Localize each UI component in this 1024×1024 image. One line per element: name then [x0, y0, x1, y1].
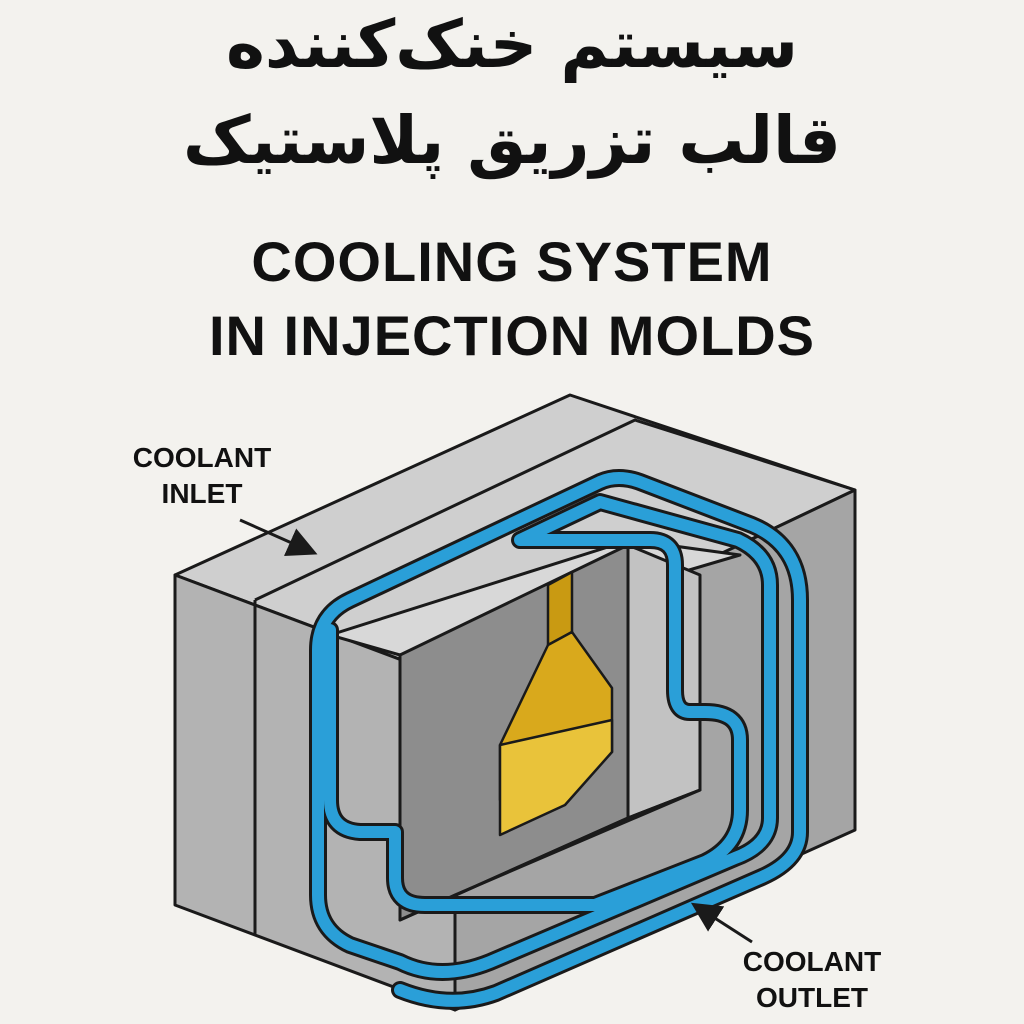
plastic-part-lower — [498, 718, 614, 837]
outlet-label-line-2: OUTLET — [756, 982, 868, 1013]
coolant-outlet-label: COOLANT OUTLET — [722, 944, 902, 1016]
inlet-label-line-2: INLET — [161, 478, 243, 509]
english-title-line-2: IN INJECTION MOLDS — [208, 304, 816, 367]
persian-title-line-2: قالب تزریق پلاستیک — [183, 102, 841, 179]
mold-parting-line — [254, 418, 856, 602]
outlet-label-line-1: COOLANT — [742, 946, 882, 977]
cavity-side-wall — [626, 543, 702, 820]
persian-title-line-1: سیستم خنک‌کننده — [225, 6, 799, 83]
coolant-channel — [312, 472, 806, 1007]
outlet-arrow — [690, 902, 753, 944]
english-title-line-1: COOLING SYSTEM — [251, 230, 773, 293]
inlet-label-line-1: COOLANT — [132, 442, 272, 473]
coolant-inlet-label: COOLANT INLET — [112, 440, 292, 512]
inlet-arrow — [239, 518, 318, 556]
